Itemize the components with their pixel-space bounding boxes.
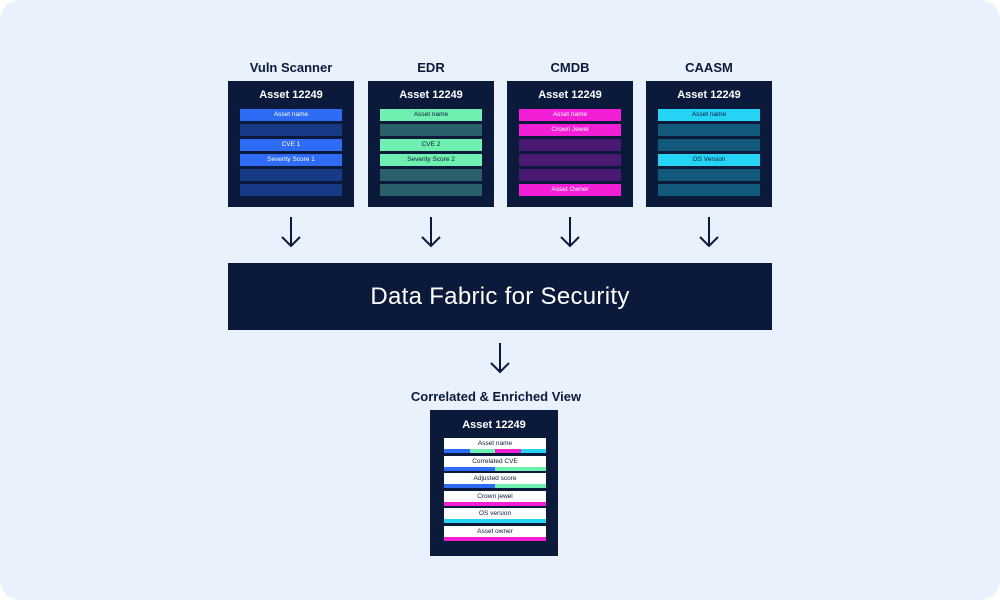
source-color-segment	[444, 484, 495, 488]
empty-field-row	[380, 169, 482, 181]
field-row: Severity Score 1	[240, 154, 342, 166]
arrow-down-icon	[421, 217, 441, 248]
enriched-field-label: Asset name	[477, 440, 513, 447]
empty-field-row	[658, 139, 760, 151]
field-row: Asset Owner	[519, 184, 621, 196]
enriched-field-row: OS version	[444, 508, 546, 523]
empty-field-row	[519, 154, 621, 166]
source-card-asset-title: Asset 12249	[259, 89, 323, 101]
source-color-segment	[444, 449, 470, 453]
correlated-view-asset-title: Asset 12249	[462, 419, 526, 431]
source-color-segment	[495, 449, 521, 453]
enriched-field-label: OS version	[478, 510, 512, 517]
source-color-bar	[444, 449, 546, 453]
field-row: OS Version	[658, 154, 760, 166]
empty-field-row	[380, 184, 482, 196]
field-row: Asset name	[519, 109, 621, 121]
source-title-caasm: CAASM	[685, 60, 733, 75]
enriched-field-label: Adjusted score	[473, 475, 517, 482]
enriched-field-row: Adjusted score	[444, 473, 546, 488]
field-row: Asset name	[380, 109, 482, 121]
empty-field-row	[380, 124, 482, 136]
empty-field-row	[658, 169, 760, 181]
arrow-down-icon	[490, 343, 510, 374]
field-row: Severity Score 2	[380, 154, 482, 166]
source-color-segment	[520, 449, 546, 453]
enriched-field-label: Asset owner	[477, 527, 513, 535]
source-color-bar	[444, 501, 546, 506]
source-color-segment	[444, 501, 546, 506]
source-color-bar	[444, 466, 546, 471]
enriched-field-label: Crown jewel	[477, 492, 513, 500]
empty-field-row	[519, 169, 621, 181]
field-row: Crown Jewel	[519, 124, 621, 136]
source-card-asset-title: Asset 12249	[677, 89, 741, 101]
source-color-segment	[495, 484, 546, 488]
arrow-down-icon	[699, 217, 719, 248]
enriched-field-row: Asset name	[444, 438, 546, 453]
empty-field-row	[658, 124, 760, 136]
source-color-bar	[444, 484, 546, 488]
empty-field-row	[240, 184, 342, 196]
source-title-vuln-scanner: Vuln Scanner	[249, 60, 333, 75]
enriched-field-row: Asset owner	[444, 525, 546, 541]
field-row: CVE 2	[380, 139, 482, 151]
source-color-segment	[444, 536, 546, 541]
field-row: CVE 1	[240, 139, 342, 151]
arrow-down-icon	[281, 217, 301, 248]
source-title-edr: EDR	[417, 60, 445, 75]
source-card-asset-title: Asset 12249	[399, 89, 463, 101]
source-title-cmdb: CMDB	[550, 60, 590, 75]
data-fabric-bar: Data Fabric for Security	[228, 263, 772, 330]
arrow-down-icon	[560, 217, 580, 248]
source-color-segment	[495, 466, 546, 471]
empty-field-row	[658, 184, 760, 196]
field-row: Asset name	[658, 109, 760, 121]
empty-field-row	[240, 124, 342, 136]
source-color-bar	[444, 519, 546, 523]
enriched-field-row: Correlated CVE	[444, 455, 546, 471]
enriched-field-row: Crown jewel	[444, 490, 546, 506]
empty-field-row	[240, 169, 342, 181]
source-card-asset-title: Asset 12249	[538, 89, 602, 101]
enriched-field-label: Correlated CVE	[472, 457, 518, 465]
source-color-segment	[444, 466, 495, 471]
source-color-segment	[444, 519, 546, 523]
source-card-caasm: Asset 12249 Asset name OS Version	[646, 81, 772, 207]
source-color-segment	[469, 449, 495, 453]
field-row: Asset name	[240, 109, 342, 121]
empty-field-row	[519, 139, 621, 151]
source-color-bar	[444, 536, 546, 541]
correlated-view-title: Correlated & Enriched View	[410, 389, 582, 404]
